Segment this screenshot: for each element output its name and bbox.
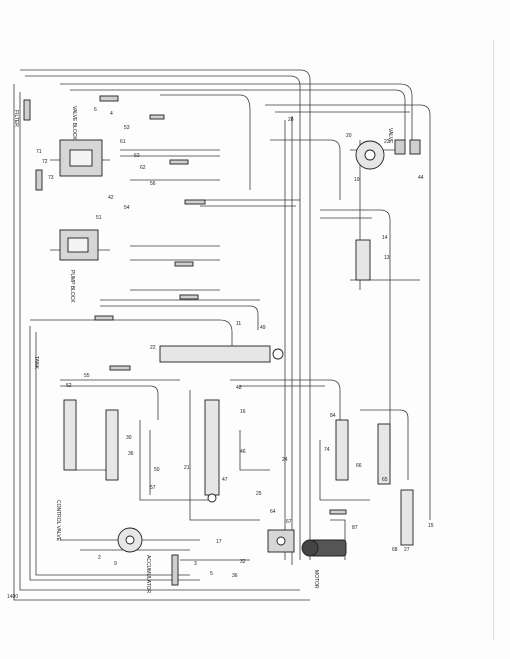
callout: 14 (382, 235, 388, 241)
callout: 22 (150, 345, 156, 351)
component-label-motor: MOTOR (313, 570, 319, 589)
callout: 71 (36, 149, 42, 155)
callout: 51 (96, 215, 102, 221)
cylinder-right-b (377, 423, 391, 485)
page-edge-rule (493, 40, 494, 640)
callout: 20 (346, 133, 352, 139)
callout: 24 (282, 457, 288, 463)
callout: 42 (108, 195, 114, 201)
callout: 36 (232, 573, 238, 579)
callout: 84 (330, 413, 336, 419)
callout: 67 (286, 519, 292, 525)
callout: 54 (124, 205, 130, 211)
callout: 72 (42, 159, 48, 165)
callout: 74 (324, 447, 330, 453)
callout: 27 (404, 547, 410, 553)
callout: 10 (354, 177, 360, 183)
callout: 11 (236, 321, 242, 327)
cylinder-upper-right (355, 239, 371, 281)
callout: 2 (98, 555, 101, 561)
callout: 87 (352, 525, 358, 531)
callout: 68 (392, 547, 398, 553)
callout: 65 (382, 477, 388, 483)
callout: 32 (240, 559, 246, 565)
callout: 44 (418, 175, 424, 181)
callout: 4 (110, 111, 113, 117)
callout: 63 (134, 153, 140, 159)
callout: 61 (120, 139, 126, 145)
component-label-accumulator: ACCUMULATOR (145, 555, 151, 594)
components (23, 95, 421, 586)
callout: 47 (222, 477, 228, 483)
component-label-tank: TANK (33, 356, 39, 369)
callout: 49 (260, 325, 266, 331)
callout: 6 (94, 107, 97, 113)
cylinder-right-a (335, 419, 349, 481)
callout: 28 (288, 117, 294, 123)
callout: 23 (384, 139, 390, 145)
callout: 52 (66, 383, 72, 389)
callout: 5 (210, 571, 213, 577)
page-id: 1400 (7, 594, 19, 600)
callout: 16 (240, 409, 246, 415)
callout: 13 (384, 255, 390, 261)
cylinder-far-right (400, 489, 414, 546)
callout: 53 (124, 125, 130, 131)
callout: 25 (256, 491, 262, 497)
callout: 17 (216, 539, 222, 545)
callout: 15 (428, 523, 434, 529)
callout: 73 (48, 175, 54, 181)
callout: 64 (270, 509, 276, 515)
cylinder-center (204, 399, 220, 496)
callout: 46 (240, 449, 246, 455)
callout: 62 (140, 165, 146, 171)
callout: 57 (150, 485, 156, 491)
callout: 9 (114, 561, 117, 567)
callout: 48 (236, 385, 242, 391)
cylinder-left (63, 399, 77, 471)
callout: 66 (356, 463, 362, 469)
component-label-filter: FILTER (13, 110, 19, 127)
callout: 21 (184, 465, 190, 471)
callout: 30 (126, 435, 132, 441)
component-label-control-valve: CONTROL VALVE (55, 500, 61, 542)
cylinder-horizontal (159, 345, 271, 363)
callout: 55 (84, 373, 90, 379)
callout: 50 (154, 467, 160, 473)
cylinder-mid (105, 409, 119, 481)
component-label-valve-block: VALVE BLOCK (71, 106, 77, 140)
callout: 56 (150, 181, 156, 187)
callout: 3 (194, 561, 197, 567)
component-label-pump-block: PUMP BLOCK (69, 270, 75, 303)
callout: 36 (128, 451, 134, 457)
